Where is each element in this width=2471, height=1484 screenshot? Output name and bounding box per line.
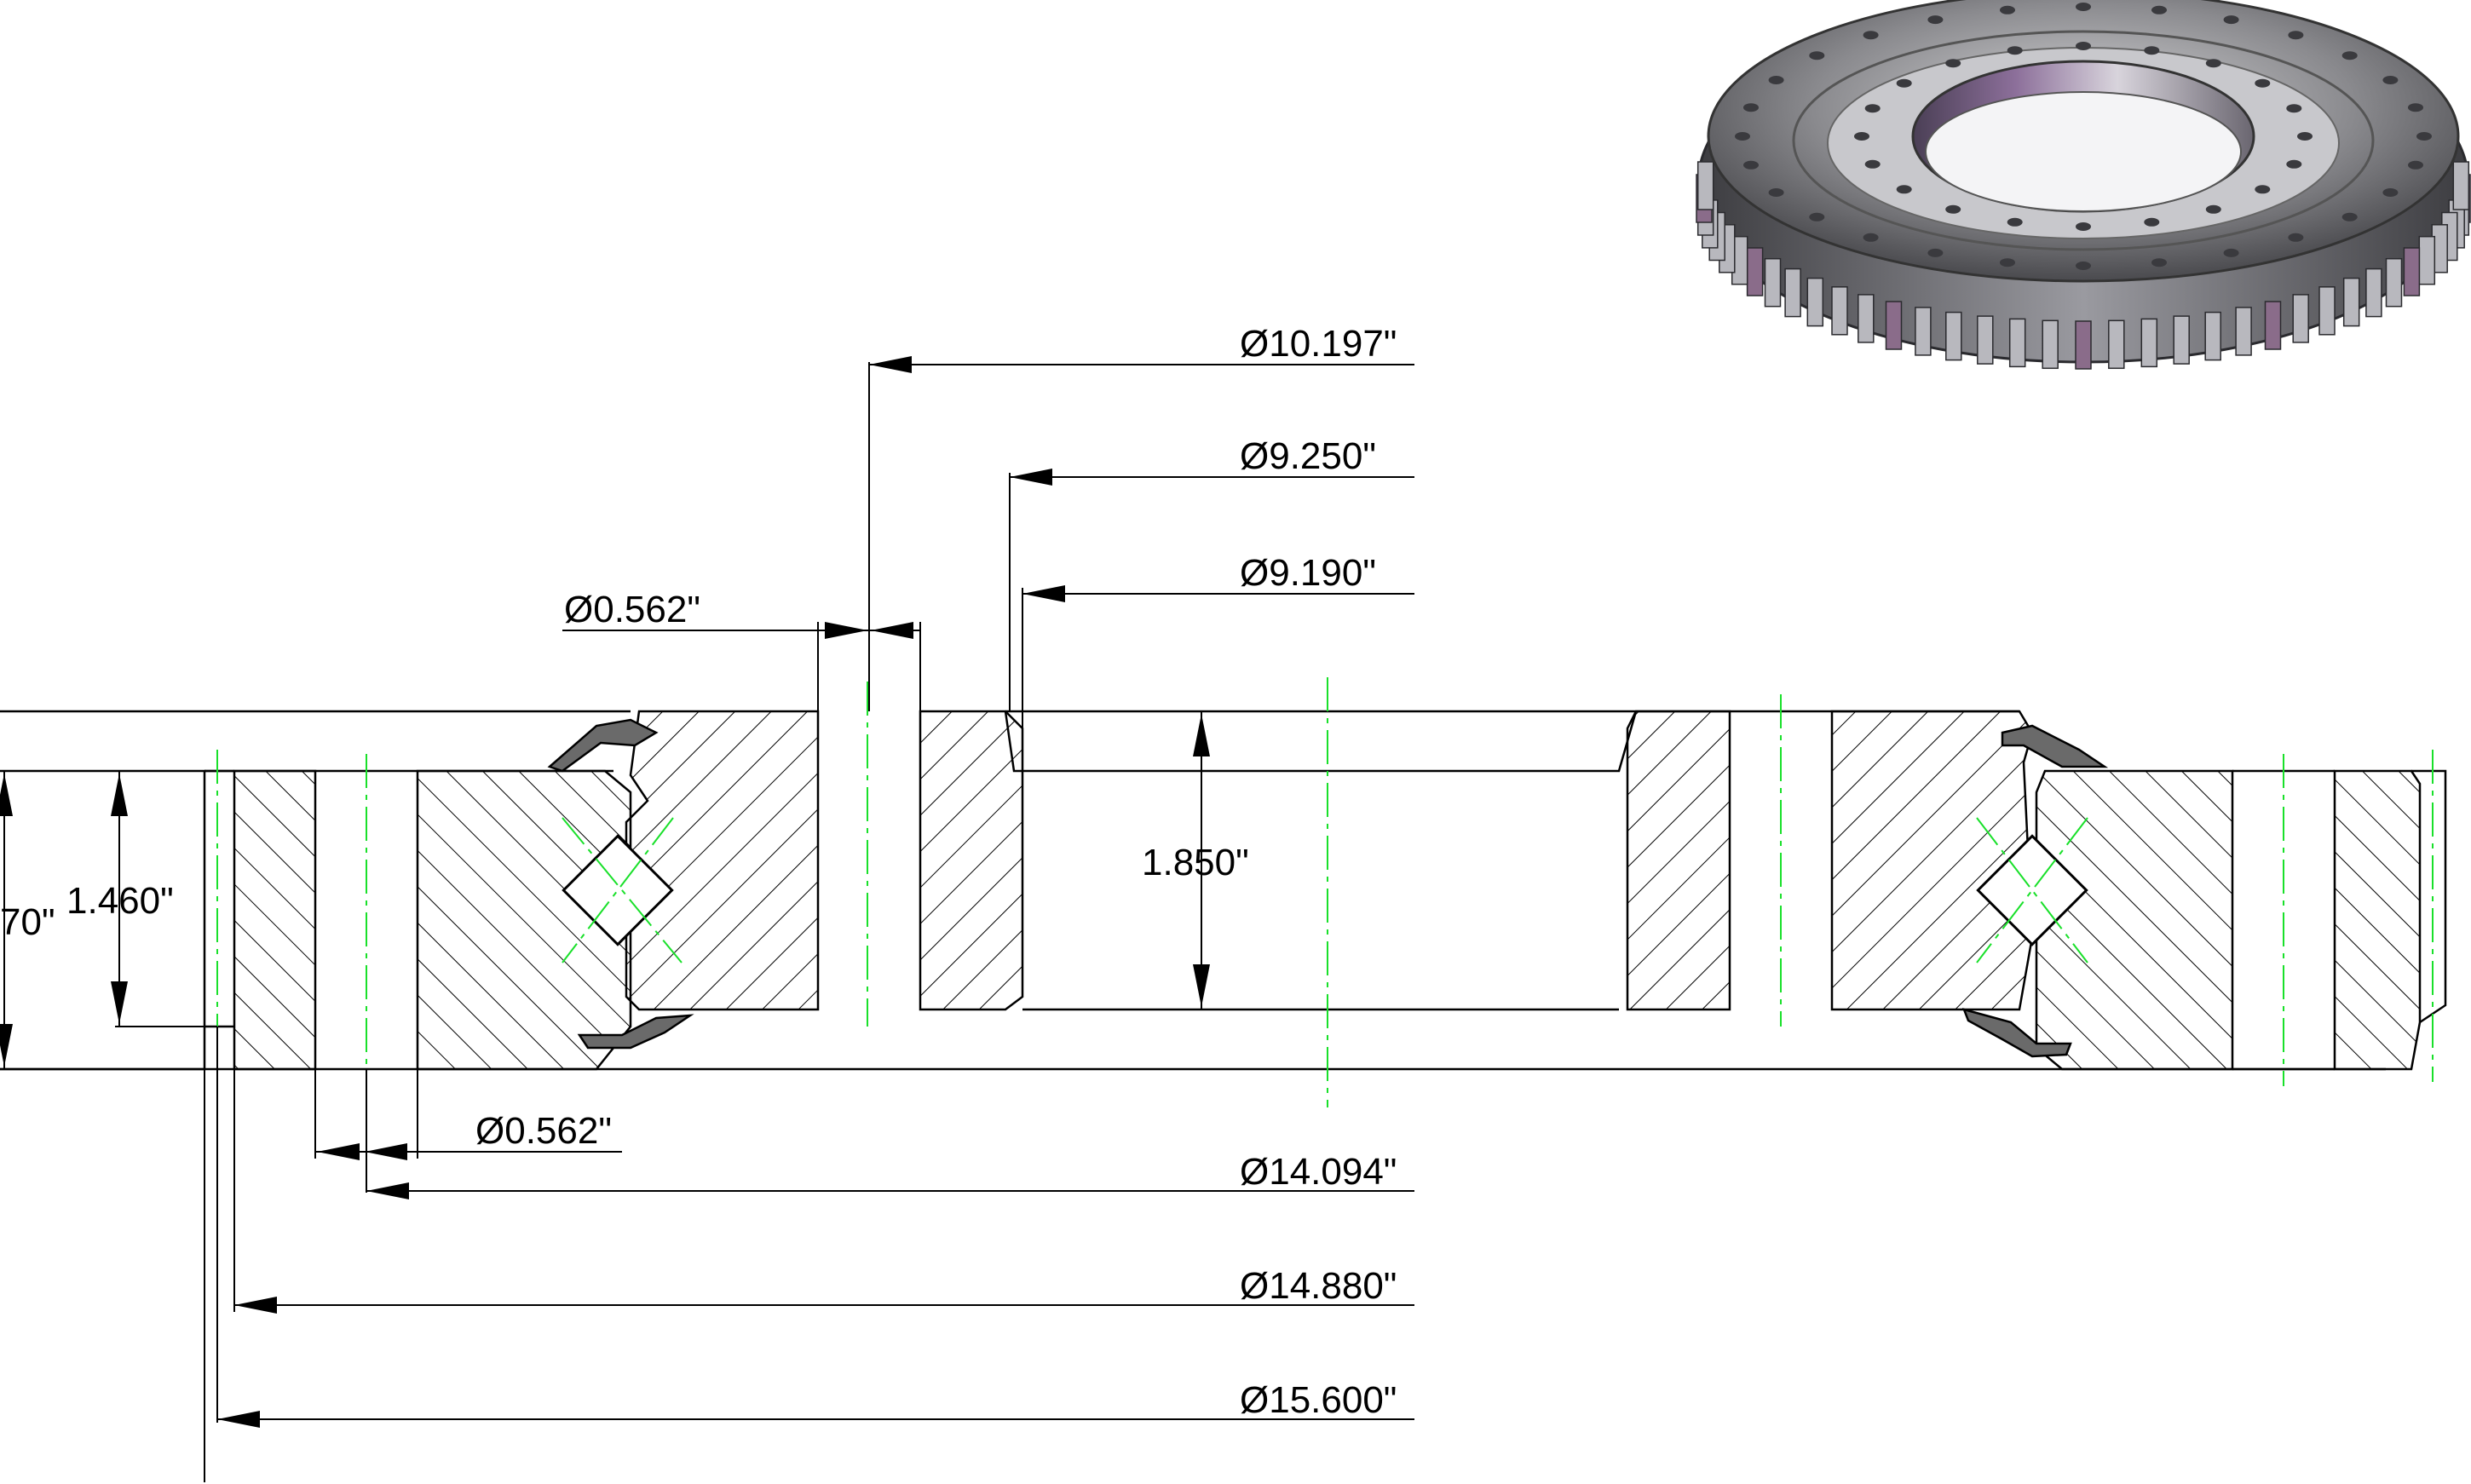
gear-tooth bbox=[2204, 311, 2221, 361]
gear-tooth bbox=[2365, 267, 2382, 318]
bolt-hole bbox=[2288, 233, 2304, 242]
gear-tooth bbox=[1915, 307, 1932, 356]
bolt-hole bbox=[2076, 262, 2091, 270]
gear-tooth bbox=[2403, 247, 2421, 296]
bolt-hole bbox=[2144, 46, 2160, 55]
gear-tooth bbox=[1977, 315, 1994, 365]
dimension-labels: Ø10.197" Ø9.250" Ø9.190" Ø0.562" 1.850" … bbox=[0, 323, 1397, 1421]
bolt-hole bbox=[1743, 103, 1759, 112]
dim-label-1-850: 1.850" bbox=[1142, 842, 1249, 883]
gear-tooth bbox=[1945, 311, 1962, 361]
bolt-hole bbox=[2341, 51, 2358, 60]
dim-label-9-250: Ø9.250" bbox=[1240, 435, 1376, 477]
bolt-hole bbox=[2007, 217, 2023, 227]
bolt-hole bbox=[2286, 104, 2302, 113]
bolt-hole bbox=[2288, 31, 2304, 40]
bolt-hole bbox=[1945, 204, 1961, 214]
gear-tooth bbox=[1746, 247, 1764, 296]
bolt-hole bbox=[2416, 132, 2432, 141]
bolt-hole bbox=[2286, 159, 2302, 169]
bolt-hole bbox=[2151, 258, 2167, 267]
bolt-hole bbox=[2076, 42, 2091, 50]
gear-tooth bbox=[2385, 257, 2403, 308]
bolt-hole bbox=[2408, 103, 2423, 112]
bolt-hole bbox=[1743, 160, 1759, 170]
bolt-hole bbox=[2000, 258, 2015, 267]
bolt-hole bbox=[2255, 185, 2271, 194]
bolt-hole bbox=[2076, 3, 2091, 11]
bolt-hole bbox=[2408, 160, 2423, 170]
bolt-hole bbox=[2205, 59, 2221, 68]
seal-top-right bbox=[2001, 724, 2109, 768]
bolt-hole bbox=[1854, 132, 1869, 141]
bolt-hole bbox=[2341, 212, 2358, 221]
bolt-hole bbox=[1927, 15, 1944, 25]
seal-bottom-right bbox=[1961, 1008, 2072, 1058]
gear-tooth bbox=[1858, 294, 1875, 343]
gear-teeth bbox=[1696, 161, 2471, 370]
dim-label-9-190: Ø9.190" bbox=[1240, 552, 1376, 594]
dim-label-14-880: Ø14.880" bbox=[1240, 1265, 1397, 1307]
cross-section bbox=[0, 677, 2447, 1107]
bolt-hole bbox=[1896, 78, 1912, 88]
bolt-hole bbox=[1735, 132, 1750, 141]
bolt-hole bbox=[1768, 188, 1784, 197]
bolt-hole bbox=[1768, 76, 1784, 84]
bolt-hole bbox=[2205, 204, 2221, 214]
gear-tooth bbox=[2008, 318, 2026, 368]
bolt-hole bbox=[2255, 78, 2271, 88]
dim-label-15-600: Ø15.600" bbox=[1240, 1379, 1397, 1421]
gear-tooth bbox=[2173, 315, 2190, 365]
dim-label-1-460: 1.460" bbox=[66, 880, 174, 922]
bolt-hole bbox=[1863, 31, 1879, 40]
bolt-hole bbox=[1927, 248, 1944, 257]
dim-label-0-562-top: Ø0.562" bbox=[564, 589, 700, 630]
dim-label-0-562-bottom: Ø0.562" bbox=[475, 1110, 612, 1152]
bolt-hole bbox=[1809, 51, 1825, 60]
bolt-hole bbox=[2223, 248, 2239, 257]
gear-tooth bbox=[2418, 235, 2436, 285]
seal-bottom-left bbox=[577, 1014, 694, 1050]
dim-label-14-094: Ø14.094" bbox=[1240, 1151, 1397, 1193]
bolt-hole bbox=[1945, 59, 1961, 68]
gear-tooth bbox=[2264, 301, 2282, 350]
gear-tooth bbox=[2342, 277, 2360, 327]
bolt-hole bbox=[1809, 212, 1825, 221]
gear-tooth bbox=[1696, 161, 1714, 210]
gear-tooth bbox=[2042, 319, 2059, 370]
bolt-hole bbox=[2007, 46, 2023, 55]
gear-tooth bbox=[2140, 318, 2158, 368]
seal-top-left bbox=[547, 718, 659, 773]
gear-tooth bbox=[2108, 319, 2125, 370]
gear-tooth bbox=[1784, 267, 1801, 318]
gear-tooth bbox=[2292, 294, 2309, 343]
bolt-hole bbox=[2151, 5, 2167, 14]
bolt-hole bbox=[1864, 104, 1881, 113]
bolt-hole bbox=[2297, 132, 2313, 141]
bolt-hole bbox=[2382, 76, 2399, 84]
gear-tooth bbox=[1764, 257, 1782, 308]
dim-label-10-197: Ø10.197" bbox=[1240, 323, 1397, 365]
gear-tooth bbox=[2235, 307, 2252, 356]
dimension-lines bbox=[0, 356, 1414, 1482]
bolt-holes bbox=[1735, 3, 2432, 270]
gear-tooth bbox=[2452, 161, 2470, 210]
gear-tooth bbox=[2318, 286, 2336, 336]
gear-tooth bbox=[1885, 301, 1903, 350]
bolt-hole bbox=[2223, 15, 2239, 25]
bolt-hole bbox=[2076, 222, 2091, 231]
bolt-hole bbox=[1864, 159, 1881, 169]
roller-right bbox=[1976, 834, 2088, 946]
gear-tooth bbox=[2075, 320, 2092, 370]
slewing-ring-render bbox=[1696, 0, 2471, 370]
bolt-hole bbox=[2144, 217, 2160, 227]
gear-tooth bbox=[1831, 286, 1848, 336]
gear-tooth bbox=[1806, 277, 1824, 327]
bolt-hole bbox=[2382, 188, 2399, 197]
bolt-hole bbox=[2000, 5, 2015, 14]
dim-label-partial-height: 70" bbox=[0, 901, 55, 943]
bolt-hole bbox=[1896, 185, 1912, 194]
bolt-hole bbox=[1863, 233, 1879, 242]
